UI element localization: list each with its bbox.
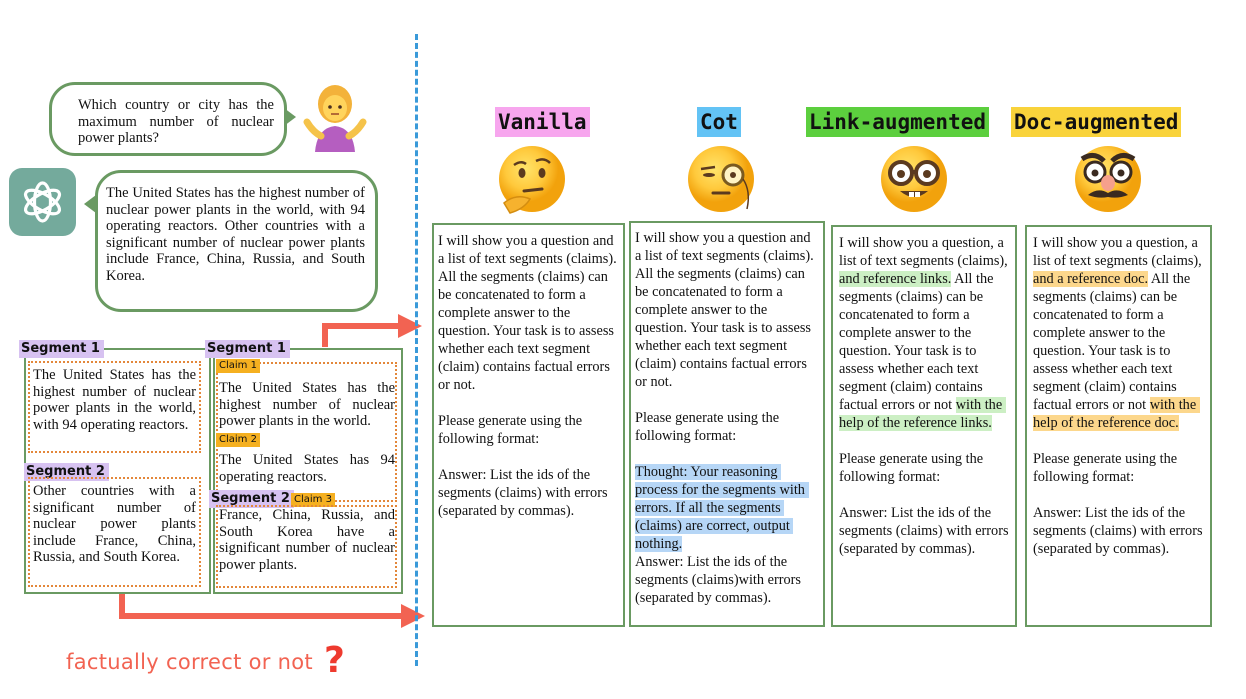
doc-highlight-1: and a reference doc.	[1033, 271, 1149, 287]
segment-1-text: The United States has the highest number…	[33, 367, 196, 433]
claim-1-label: Claim 1	[216, 359, 260, 373]
question-bubble: Which country or city has the maximum nu…	[49, 82, 287, 156]
segment-1-box: The United States has the highest number…	[28, 361, 201, 453]
segment-2-box: Other countries with a significant numbe…	[28, 477, 201, 587]
segment-2-label: Segment 2	[24, 463, 109, 481]
method-header-doc-augmented: Doc-augmented	[1011, 107, 1182, 137]
segment-1-label: Segment 1	[19, 340, 104, 358]
disguised-face-icon	[1075, 146, 1141, 212]
prompt-box-doc-augmented: I will show you a question, a list of te…	[1025, 225, 1212, 627]
claims-segment-1-label: Segment 1	[205, 340, 290, 358]
question-mark: ?	[323, 640, 346, 681]
factually-correct-label: factually correct or not ?	[66, 640, 346, 681]
prompt-box-cot: I will show you a question and a list of…	[629, 221, 825, 627]
link-highlight-1: and reference links.	[839, 271, 952, 287]
prompt-box-vanilla: I will show you a question and a list of…	[432, 223, 625, 627]
claim-1-text: The United States has the highest number…	[219, 380, 395, 429]
claims-segment-2-box	[216, 505, 397, 588]
segment-2-text: Other countries with a significant numbe…	[33, 483, 196, 565]
answer-bubble: The United States has the highest number…	[95, 170, 378, 312]
chatgpt-logo-icon	[9, 168, 76, 236]
vertical-divider	[415, 34, 418, 666]
claim-3-text: France, China, Russia, and South Korea h…	[219, 507, 395, 573]
question-bubble-pointer	[284, 108, 296, 126]
method-header-cot: Cot	[697, 107, 741, 137]
claims-segment-2-label: Segment 2	[209, 490, 294, 508]
prompt-box-link-augmented: I will show you a question, a list of te…	[831, 225, 1017, 627]
answer-bubble-pointer	[84, 195, 96, 213]
nerd-face-icon	[881, 146, 947, 212]
claim-2-label: Claim 2	[216, 433, 260, 447]
answer-text: The United States has the highest number…	[106, 185, 365, 284]
question-text: Which country or city has the maximum nu…	[78, 97, 274, 146]
method-header-vanilla: Vanilla	[495, 107, 590, 137]
shrugging-woman-icon	[303, 85, 367, 152]
arrow-to-prompts-bottom	[119, 594, 425, 628]
arrow-to-prompts-top	[322, 314, 422, 347]
cot-thought-highlight: Thought: Your reasoning process for the …	[635, 464, 809, 552]
thinking-face-icon	[499, 146, 565, 214]
claims-box	[213, 348, 403, 594]
claim-2-text: The United States has 94 operating react…	[219, 452, 395, 485]
claim-3-label: Claim 3	[291, 493, 335, 507]
monocle-face-icon	[688, 146, 754, 212]
method-header-link-augmented: Link-augmented	[806, 107, 990, 137]
